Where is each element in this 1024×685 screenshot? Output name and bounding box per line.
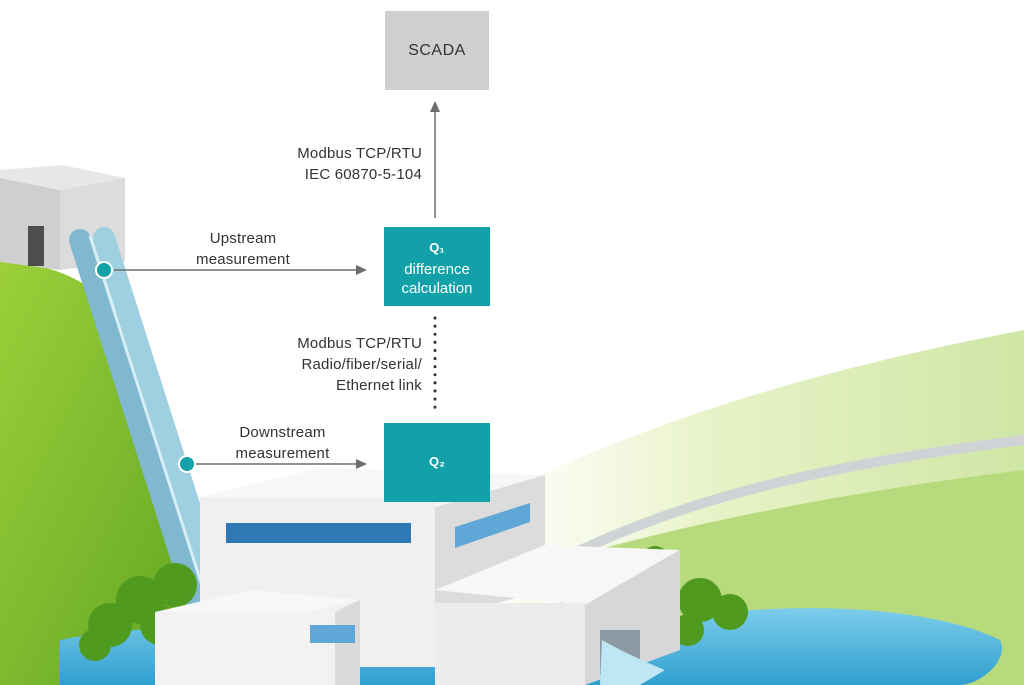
downstream-measurement-label: Downstream measurement [215,422,350,464]
annex-roof [435,545,680,605]
scada-label: SCADA [408,41,466,59]
q1-label-line1: difference [404,260,470,278]
q2-node: Q₂ [384,423,490,502]
scada-uplink-arrowhead [430,101,440,112]
upstream-arrowhead [356,265,367,275]
upstream-line2: measurement [196,251,290,268]
upstream-line1: Upstream [209,230,277,247]
trees-left [79,563,197,661]
q2-q1-link-line1: Modbus TCP/RTU [297,335,422,352]
penstock-pipe-right [93,227,229,607]
downstream-line1: Downstream [239,424,326,441]
small-building-front [155,612,335,685]
annex-front [435,603,585,685]
q2-symbol: Q₂ [429,453,445,469]
penstock-pipe-left [69,229,206,611]
outflow-water [600,640,665,685]
dam-house-door [28,226,44,266]
small-building-window [310,625,355,643]
downstream-sensor-dot [178,455,196,473]
q2-q1-link-line3: Ethernet link [336,377,422,394]
dam-house-roof [0,165,125,190]
scada-node: SCADA [385,11,489,90]
q1-symbol: Q₁ [429,239,445,255]
q1-difference-calculation-node: Q₁ difference calculation [384,227,490,306]
upstream-measurement-label: Upstream measurement [178,228,308,270]
scada-protocol-line2: IEC 60870-5-104 [304,166,422,183]
powerhouse-window-side [455,503,530,548]
scada-protocol-label: Modbus TCP/RTU IEC 60870-5-104 [262,143,422,185]
q1-label-line2: calculation [401,279,473,297]
q2-q1-link-line2: Radio/fiber/serial/ [301,356,422,373]
q2-q1-link-label: Modbus TCP/RTU Radio/fiber/serial/ Ether… [262,333,422,396]
road [557,435,1024,565]
powerhouse-window-front [226,523,411,543]
dam-house-front [0,178,60,270]
scada-protocol-line1: Modbus TCP/RTU [297,145,422,162]
upstream-sensor-dot [95,261,113,279]
downstream-line2: measurement [235,445,330,462]
downstream-arrowhead [356,459,367,469]
